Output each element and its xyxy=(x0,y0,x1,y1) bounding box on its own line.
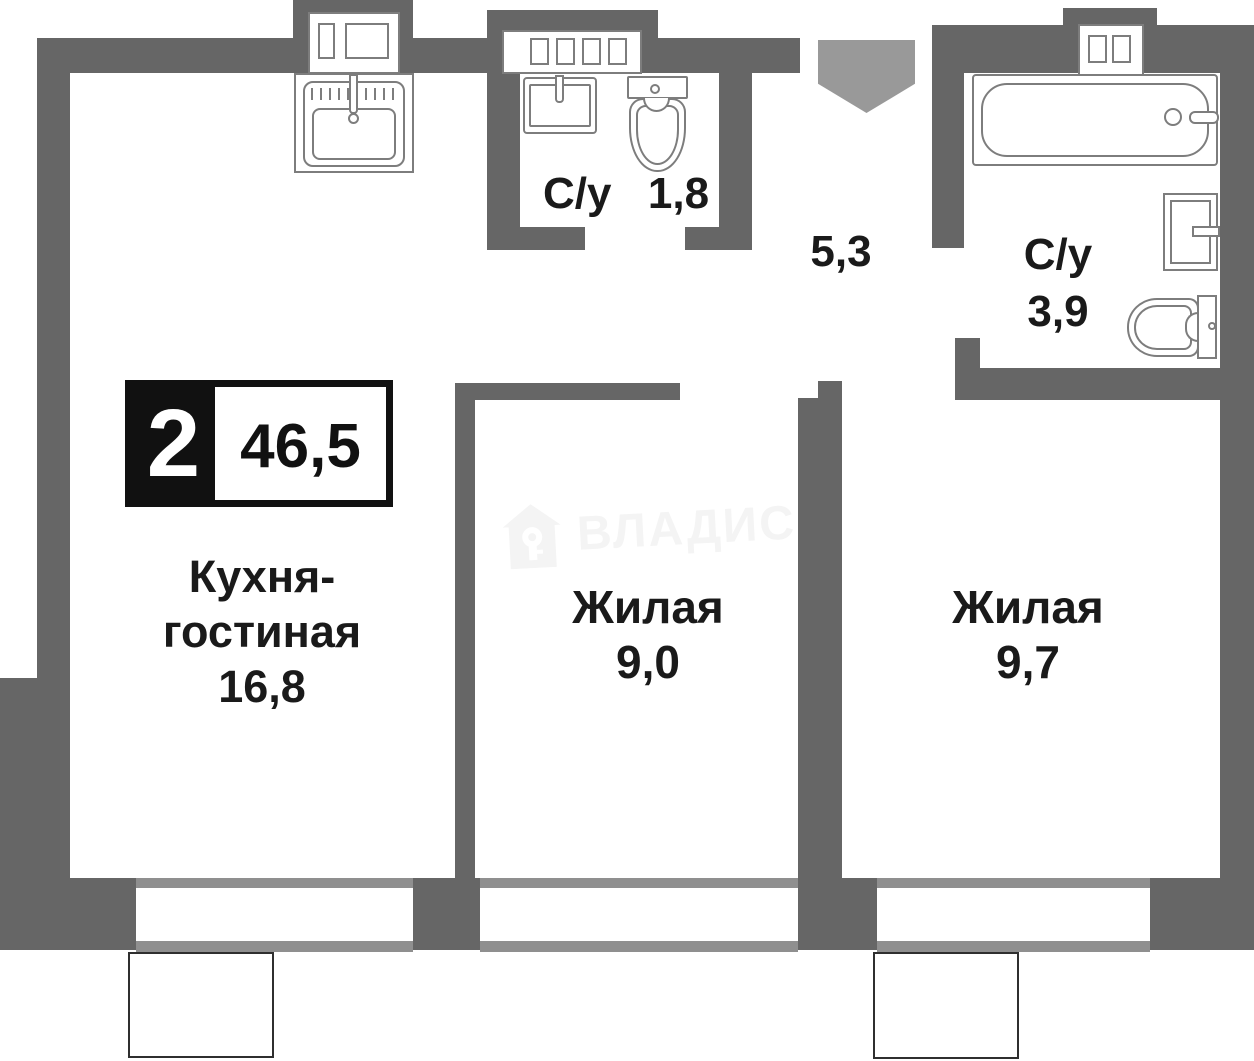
wall-pier-a xyxy=(70,878,136,950)
label-bath-small: С/у 1,8 xyxy=(516,170,736,218)
vent-slot xyxy=(1112,35,1131,63)
toilet-small-bowl-inner xyxy=(636,105,679,165)
wall-bath-small-left xyxy=(487,73,520,250)
wall-bath-small-right xyxy=(719,73,752,250)
kitchen-faucet-base xyxy=(348,113,359,124)
bathtub-faucet xyxy=(1189,111,1219,124)
vent-slot xyxy=(608,38,627,65)
toilet-large-button xyxy=(1208,322,1216,330)
hallway-area: 5,3 xyxy=(810,227,872,276)
balcony-right-outline xyxy=(873,952,1019,1059)
label-living-mid: Жилая 9,0 xyxy=(518,580,778,690)
window-kitchen-inner xyxy=(136,941,413,952)
vent-slot xyxy=(1088,35,1107,63)
balcony-left-outline xyxy=(128,952,274,1058)
label-hallway: 5,3 xyxy=(771,228,911,276)
wall-right xyxy=(1220,38,1254,950)
washbasin-large-tap xyxy=(1192,226,1220,237)
wall-room-mid-top xyxy=(455,383,680,400)
bath-large-name: С/у xyxy=(1023,230,1093,279)
wall-left-upper xyxy=(37,38,70,678)
wall-bath-large-left-upper xyxy=(932,73,964,248)
vent-slot xyxy=(556,38,575,65)
wall-bath-large-left-lower xyxy=(955,338,980,400)
vent-slot xyxy=(318,23,335,59)
kitchen-name-line1: Кухня- xyxy=(188,551,336,602)
watermark: ВЛАДИС xyxy=(502,490,798,570)
wall-divider-rooms xyxy=(798,398,842,880)
bath-small-area: 1,8 xyxy=(647,169,710,218)
living-mid-area: 9,0 xyxy=(616,636,680,688)
bath-small-name: С/у xyxy=(542,169,612,218)
window-right-outer xyxy=(877,878,1150,888)
wall-top-main xyxy=(37,38,800,73)
vent-slot xyxy=(582,38,601,65)
kitchen-name-line2: гостиная xyxy=(162,606,362,657)
wall-bath-small-bottom-right xyxy=(685,227,752,250)
wall-pier-c xyxy=(798,878,877,950)
living-mid-name: Жилая xyxy=(572,581,724,633)
wall-divider-kitchen xyxy=(455,383,475,880)
kitchen-faucet xyxy=(349,74,358,114)
bath-large-area: 3,9 xyxy=(1027,287,1089,336)
wall-pier-b xyxy=(413,878,480,950)
entrance-arrow-icon xyxy=(818,40,915,113)
washbasin-small-tap xyxy=(555,75,564,103)
vent-slot xyxy=(345,23,389,59)
wall-pier-d xyxy=(1150,878,1254,950)
kitchen-area: 16,8 xyxy=(218,661,306,712)
bathtub-drain xyxy=(1164,108,1182,126)
window-right-inner xyxy=(877,941,1150,952)
label-bath-large: С/у 3,9 xyxy=(958,226,1158,340)
toilet-large-tank xyxy=(1197,295,1217,359)
apartment-badge: 2 46,5 xyxy=(125,380,393,507)
wall-bath-small-bottom-left xyxy=(487,227,585,250)
toilet-small-button xyxy=(650,84,660,94)
rooms-count: 2 xyxy=(132,387,215,500)
label-kitchen: Кухня- гостиная 16,8 xyxy=(112,549,412,714)
window-mid-outer xyxy=(480,878,798,888)
wall-left-lower xyxy=(0,678,70,950)
window-kitchen-outer xyxy=(136,878,413,888)
wall-bath-large-bottom xyxy=(978,368,1220,400)
watermark-brand: ВЛАДИС xyxy=(575,495,798,561)
vent-slot xyxy=(530,38,549,65)
wall-divider-rooms-notch xyxy=(818,381,842,398)
toilet-large-bowl-inner xyxy=(1134,305,1192,350)
window-mid-inner xyxy=(480,941,798,952)
total-area: 46,5 xyxy=(240,412,361,481)
living-right-name: Жилая xyxy=(952,581,1104,633)
living-right-area: 9,7 xyxy=(996,636,1060,688)
house-logo-icon xyxy=(502,504,561,570)
label-living-right: Жилая 9,7 xyxy=(898,580,1158,690)
